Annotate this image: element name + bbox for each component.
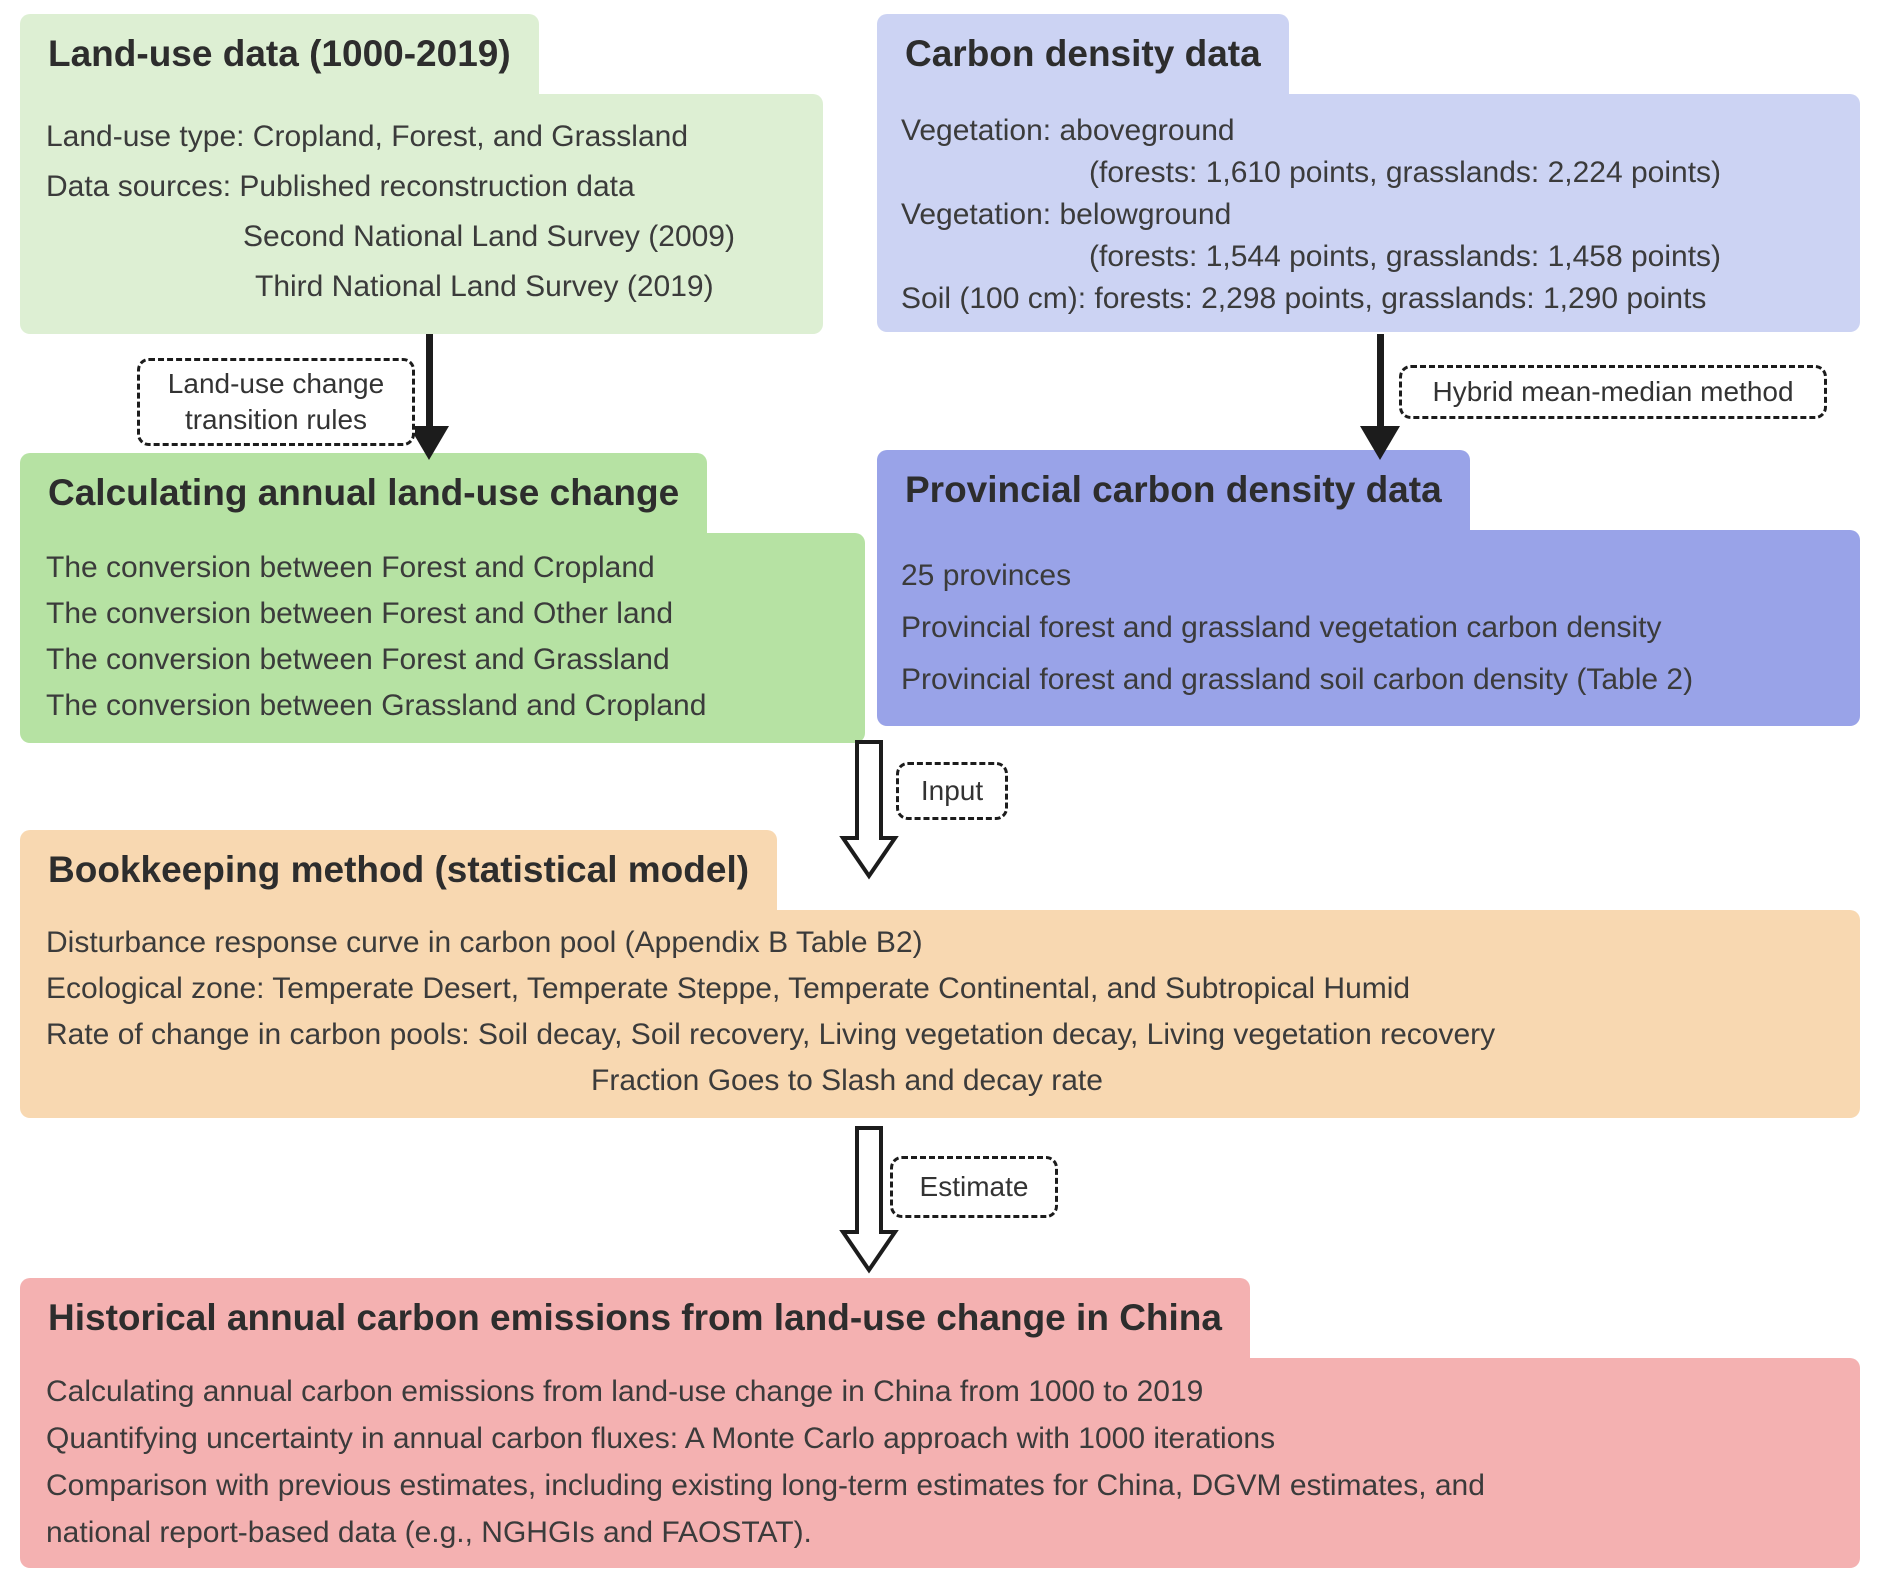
text-line: Second National Land Survey (2009) — [243, 220, 735, 253]
text-line: Rate of change in carbon pools: Soil dec… — [46, 1018, 1496, 1051]
text-line: Provincial forest and grassland soil car… — [901, 663, 1694, 696]
box-bookkeeping-method-title: Bookkeeping method (statistical model) — [20, 830, 778, 910]
box-carbon-density-title: Carbon density data — [877, 14, 1289, 94]
text-line: The conversion between Grassland and Cro… — [46, 689, 707, 722]
label-line: Land-use change — [167, 368, 385, 399]
box-carbon-density: Carbon density data Vegetation: abovegro… — [877, 14, 1860, 332]
text-line: Fraction Goes to Slash and decay rate — [591, 1064, 1103, 1097]
box-provincial-carbon-density-title: Provincial carbon density data — [877, 450, 1470, 530]
label-line: Estimate — [919, 1171, 1029, 1202]
hollow-down-arrow-icon — [839, 1126, 899, 1274]
box-historical-emissions-body: Calculating annual carbon emissions from… — [20, 1358, 1860, 1568]
text-line: Provincial forest and grassland vegetati… — [901, 611, 1662, 644]
box-bookkeeping-method-body: Disturbance response curve in carbon poo… — [20, 910, 1860, 1118]
down-arrow-head-icon — [409, 426, 449, 460]
text-line: Soil (100 cm): forests: 2,298 points, gr… — [901, 282, 1707, 315]
down-arrow-head-icon — [1360, 426, 1400, 460]
text-line: Quantifying uncertainty in annual carbon… — [46, 1422, 1276, 1455]
box-land-use-data: Land-use data (1000-2019) Land-use type:… — [20, 14, 823, 334]
box-provincial-carbon-density-body: 25 provinces Provincial forest and grass… — [877, 530, 1860, 726]
box-bookkeeping-method: Bookkeeping method (statistical model) D… — [20, 830, 1860, 1118]
text-line: national report-based data (e.g., NGHGIs… — [46, 1516, 812, 1549]
label-input: Input — [896, 762, 1008, 820]
text-line: The conversion between Forest and Cropla… — [46, 551, 655, 584]
text-line: (forests: 1,544 points, grasslands: 1,45… — [1089, 240, 1722, 273]
text-line: Land-use type: Cropland, Forest, and Gra… — [46, 120, 689, 153]
label-line: transition rules — [184, 404, 368, 435]
text-line: Calculating annual carbon emissions from… — [46, 1375, 1204, 1408]
text-line: Ecological zone: Temperate Desert, Tempe… — [46, 972, 1411, 1005]
down-arrow-icon — [426, 334, 433, 432]
text-line: Comparison with previous estimates, incl… — [46, 1469, 1485, 1502]
text-line: (forests: 1,610 points, grasslands: 2,22… — [1089, 156, 1722, 189]
text-line: Disturbance response curve in carbon poo… — [46, 926, 923, 959]
down-arrow-icon — [1377, 334, 1384, 432]
text-line: The conversion between Forest and Other … — [46, 597, 674, 630]
box-land-use-data-title: Land-use data (1000-2019) — [20, 14, 539, 94]
box-annual-land-use-change-body: The conversion between Forest and Cropla… — [20, 533, 865, 743]
text-line: Third National Land Survey (2019) — [255, 270, 714, 303]
text-line: Data sources: Published reconstruction d… — [46, 170, 635, 203]
box-historical-emissions: Historical annual carbon emissions from … — [20, 1278, 1860, 1568]
label-line: Input — [920, 775, 984, 806]
box-annual-land-use-change: Calculating annual land-use change The c… — [20, 453, 865, 743]
label-line: Hybrid mean-median method — [1432, 376, 1794, 407]
text-line: Vegetation: belowground — [901, 198, 1232, 231]
box-carbon-density-body: Vegetation: aboveground (forests: 1,610 … — [877, 94, 1860, 332]
hollow-down-arrow-icon — [839, 740, 899, 880]
box-historical-emissions-title: Historical annual carbon emissions from … — [20, 1278, 1250, 1358]
text-line: The conversion between Forest and Grassl… — [46, 643, 670, 676]
box-land-use-data-body: Land-use type: Cropland, Forest, and Gra… — [20, 94, 823, 334]
text-line: Vegetation: aboveground — [901, 114, 1235, 147]
label-landuse-transition-rules: Land-use change transition rules — [137, 358, 415, 446]
label-hybrid-mean-median: Hybrid mean-median method — [1399, 365, 1827, 419]
text-line: 25 provinces — [901, 559, 1072, 592]
box-annual-land-use-change-title: Calculating annual land-use change — [20, 453, 708, 533]
box-provincial-carbon-density: Provincial carbon density data 25 provin… — [877, 450, 1860, 726]
label-estimate: Estimate — [890, 1156, 1058, 1218]
